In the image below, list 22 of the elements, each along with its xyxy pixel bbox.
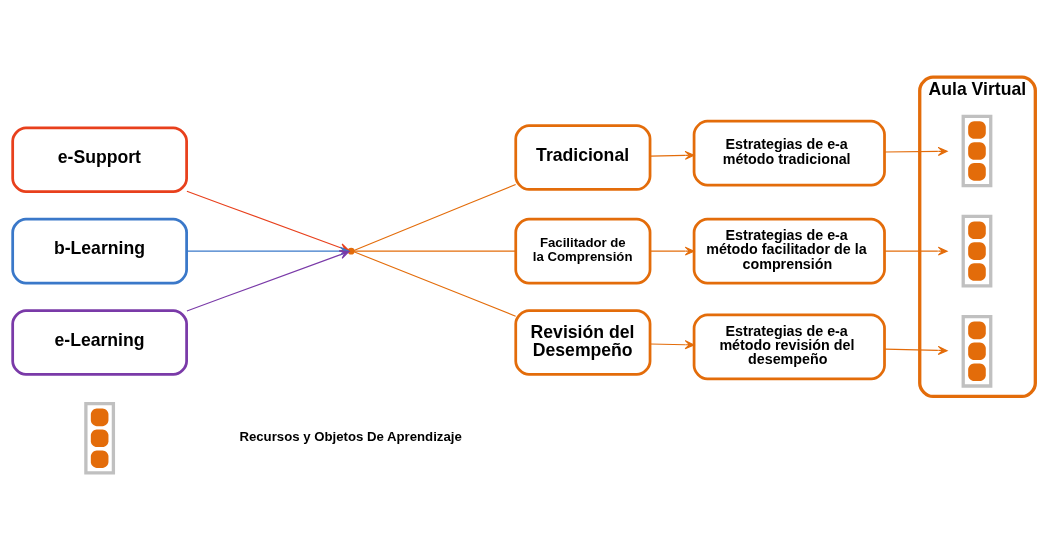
node-box: e-Learning: [11, 308, 188, 376]
node-box: Estrategias de e-a método facilitador de la comprensión: [692, 217, 886, 284]
node-box: Facilitador de la Comprensión: [514, 217, 652, 284]
node-box: Estrategias de e-a método tradicional: [692, 119, 886, 186]
connector: [352, 183, 517, 251]
arrow: [649, 150, 695, 160]
node-box: Estrategias de e-a método revisión del desempeño: [692, 313, 886, 380]
arrow: [884, 345, 948, 355]
node-bracket: [347, 247, 355, 254]
node-box: b-Learning: [11, 217, 188, 284]
node-box: Revisión del Desempeño: [514, 308, 652, 376]
node-box: e-Support: [11, 125, 188, 193]
cluster: Aula Virtual: [918, 75, 1037, 398]
connector: [352, 250, 517, 317]
label: Recursos y Objetos De Aprendizaje: [239, 428, 462, 444]
arrow: [884, 246, 948, 256]
connector: [352, 250, 517, 252]
arrow: [649, 339, 695, 349]
node-box: Tradicional: [514, 123, 652, 191]
arrow: [649, 246, 695, 256]
arrow: [884, 146, 948, 156]
arrow: [186, 249, 350, 311]
